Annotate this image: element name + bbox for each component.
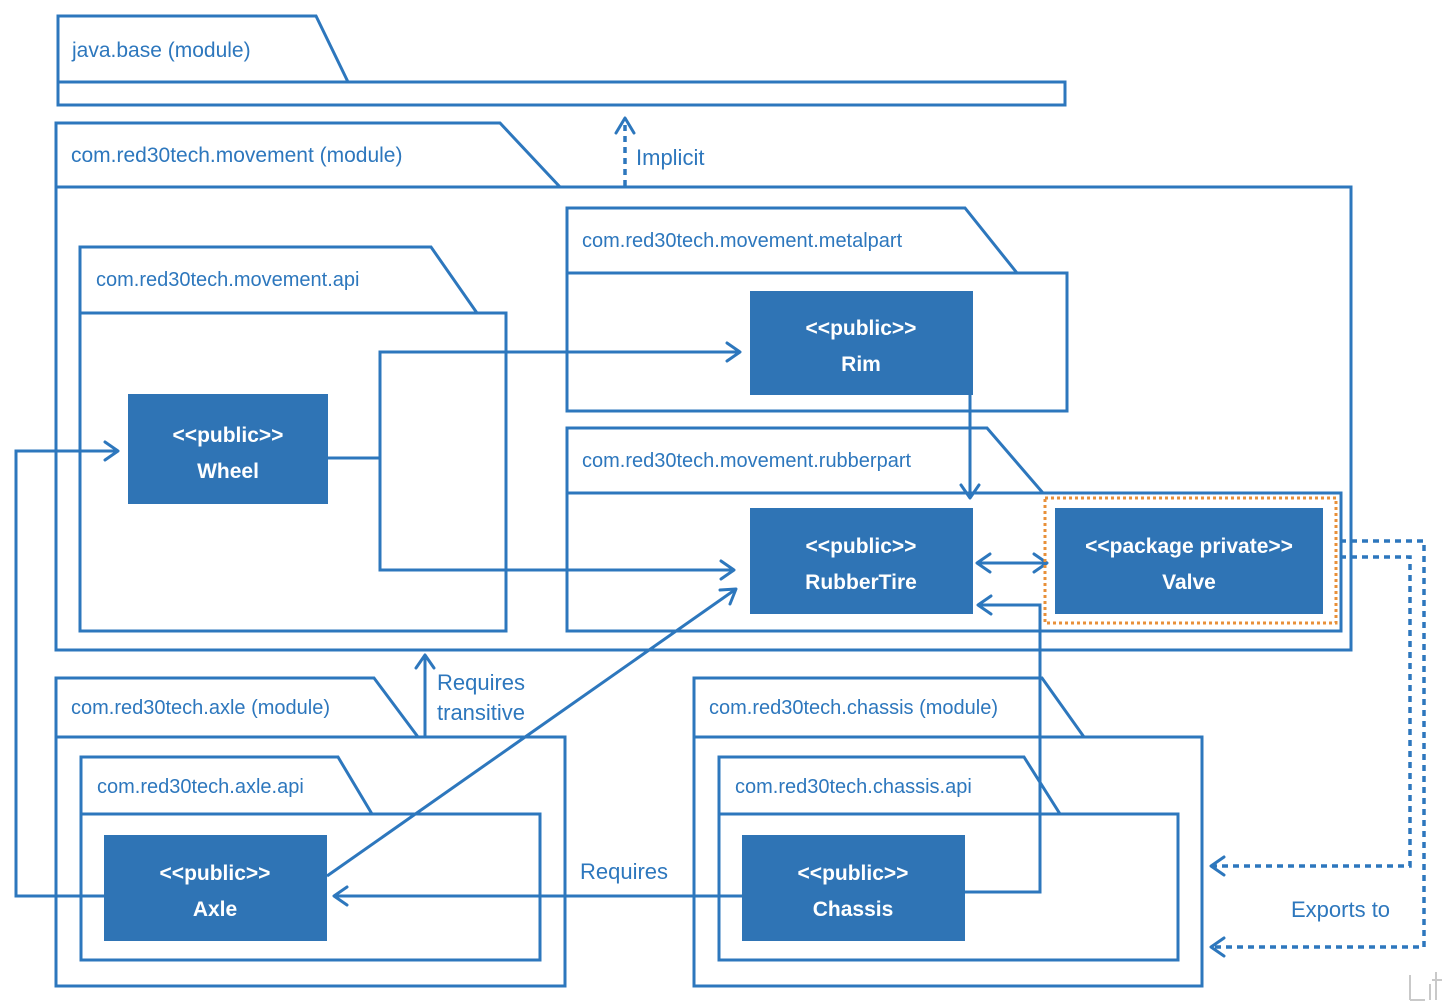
package-movement-api: com.red30tech.movement.api (78, 245, 508, 633)
package-chassis-api-body (717, 812, 1180, 962)
package-rubberpart-body (565, 491, 1343, 633)
chassis-to-axle-arrow (332, 885, 742, 907)
class-axle-name: Axle (193, 898, 237, 921)
package-metalpart-label: com.red30tech.movement.metalpart (582, 230, 903, 252)
axle-to-rubbertire-arrow (326, 587, 738, 878)
class-axle-stereotype: <<public>> (160, 862, 271, 885)
class-wheel-stereotype: <<public>> (173, 424, 284, 447)
package-movement-body (54, 185, 1353, 652)
requires-transitive-label-line1: Requires (437, 670, 525, 695)
class-wheel-name: Wheel (197, 460, 259, 483)
package-chassis-label: com.red30tech.chassis (module) (709, 697, 998, 719)
class-rim-stereotype: <<public>> (806, 317, 917, 340)
exports-to-axle-arrow (1209, 539, 1426, 958)
valve-highlight-border (1043, 496, 1338, 625)
package-movement: com.red30tech.movement (module) (54, 121, 1353, 652)
wheel-to-rubbertire-arrow (378, 458, 736, 581)
requires-transitive-arrow (414, 653, 436, 736)
package-axle-body (54, 735, 567, 988)
package-chassis-api: com.red30tech.chassis.api (717, 755, 1180, 962)
class-wheel: <<public>> Wheel (128, 394, 328, 504)
package-axle-api: com.red30tech.axle.api (79, 755, 542, 962)
package-chassis-body (692, 735, 1204, 988)
class-rim-name: Rim (841, 353, 881, 376)
class-chassis: <<public>> Chassis (742, 835, 965, 941)
rim-to-rubbertire-arrow (959, 395, 981, 500)
package-movement-api-body (78, 311, 508, 633)
exports-to-chassis-arrow (1209, 555, 1412, 877)
package-rubberpart-label: com.red30tech.movement.rubberpart (582, 450, 911, 472)
axle-to-wheel-arrow (14, 440, 120, 898)
package-rubberpart: com.red30tech.movement.rubberpart (565, 426, 1343, 633)
package-metalpart-body (565, 271, 1069, 413)
package-metalpart: com.red30tech.movement.metalpart (565, 206, 1069, 413)
implicit-label: Implicit (636, 145, 704, 170)
wheel-to-rim-arrow (328, 341, 742, 460)
implicit-dependency-arrow (614, 116, 636, 186)
class-chassis-stereotype: <<public>> (798, 862, 909, 885)
rubbertire-valve-arrow (975, 552, 1049, 574)
class-rim: <<public>> Rim (750, 291, 973, 395)
class-rubbertire-name: RubberTire (805, 571, 917, 594)
chassis-to-rubbertire-arrow (965, 594, 1042, 894)
requires-label: Requires (580, 859, 668, 884)
package-axle-label: com.red30tech.axle (module) (71, 697, 330, 719)
class-valve: <<package private>> Valve (1043, 496, 1338, 625)
package-java-base-body (56, 80, 1067, 107)
requires-transitive-label-line2: transitive (437, 700, 525, 725)
class-axle: <<public>> Axle (104, 835, 327, 941)
package-movement-api-label: com.red30tech.movement.api (96, 269, 359, 291)
exports-to-label: Exports to (1291, 897, 1390, 922)
package-axle-api-label: com.red30tech.axle.api (97, 776, 304, 798)
package-java-base: java.base (module) (56, 14, 1067, 107)
class-valve-name: Valve (1162, 571, 1216, 594)
logo-watermark-icon (1409, 972, 1442, 1001)
package-java-base-label: java.base (module) (71, 39, 251, 62)
package-axle: com.red30tech.axle (module) (54, 676, 567, 988)
package-chassis-api-label: com.red30tech.chassis.api (735, 776, 972, 798)
class-rubbertire-stereotype: <<public>> (806, 535, 917, 558)
class-valve-stereotype: <<package private>> (1085, 535, 1293, 558)
package-chassis: com.red30tech.chassis (module) (692, 676, 1204, 988)
package-movement-label: com.red30tech.movement (module) (71, 144, 402, 167)
package-axle-api-body (79, 812, 542, 962)
class-chassis-name: Chassis (813, 898, 894, 921)
class-rubbertire: <<public>> RubberTire (750, 508, 973, 614)
